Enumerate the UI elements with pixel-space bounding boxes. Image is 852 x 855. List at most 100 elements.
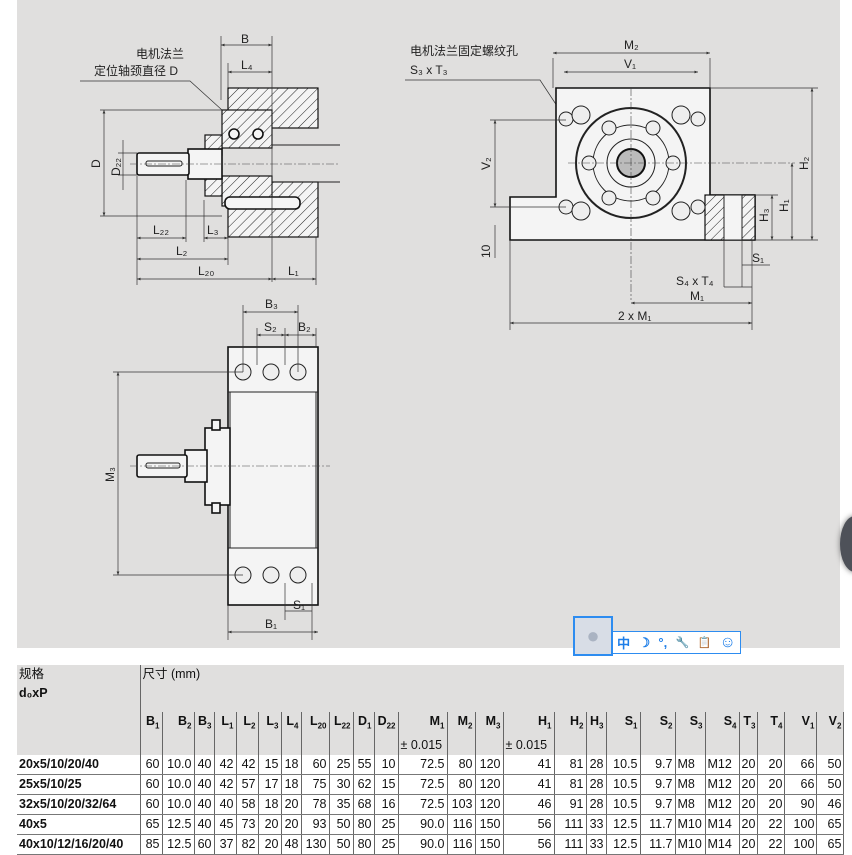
column-header-letter: S bbox=[659, 714, 669, 728]
column-header-D1: D1 bbox=[353, 712, 375, 736]
value-cell: 56 bbox=[503, 834, 555, 855]
tolerance-empty bbox=[281, 735, 302, 755]
tolerance-empty bbox=[214, 735, 237, 755]
value-cell: 20 bbox=[739, 774, 759, 795]
column-header-subscript: 1 bbox=[547, 721, 552, 731]
dim-2xM1: 2 x M₁ bbox=[618, 309, 651, 323]
value-cell: 40 bbox=[194, 794, 215, 815]
value-cell: 103 bbox=[447, 794, 476, 815]
value-cell: 20 bbox=[757, 774, 786, 795]
half-width-moon-icon[interactable]: ☽ bbox=[638, 634, 651, 650]
value-cell: 81 bbox=[554, 754, 587, 775]
column-header-letter: D bbox=[377, 714, 387, 728]
callout-S3xT3: S₃ x T₃ bbox=[410, 63, 448, 77]
punctuation-icon[interactable]: °, bbox=[658, 635, 668, 650]
value-cell: 65 bbox=[816, 834, 845, 855]
smiley-icon[interactable]: ☺ bbox=[719, 633, 736, 651]
spec-header: 规格 bbox=[17, 665, 141, 684]
column-header-M3: M3 bbox=[475, 712, 504, 736]
column-header-letter: L bbox=[333, 714, 342, 728]
value-cell: 72.5 bbox=[398, 774, 448, 795]
column-header-subscript: 22 bbox=[386, 721, 396, 731]
technical-drawing: 电机法兰 定位轴颈直径 D B L₄ D D₂₂ L₂₂ L₃ bbox=[17, 0, 840, 648]
column-header-letter: L bbox=[243, 714, 252, 728]
value-cell: 10.5 bbox=[606, 774, 641, 795]
dim-S1-end: S₁ bbox=[752, 251, 764, 265]
callout-locating-diameter: 定位轴颈直径 D bbox=[94, 63, 178, 78]
column-header-subscript: 22 bbox=[341, 721, 351, 731]
value-cell: M14 bbox=[705, 814, 740, 835]
column-header-H2: H2 bbox=[554, 712, 587, 736]
value-cell: 10.5 bbox=[606, 754, 641, 775]
tolerance-empty bbox=[301, 735, 330, 755]
value-cell: 82 bbox=[236, 834, 259, 855]
column-header-subscript: 3 bbox=[750, 721, 756, 731]
value-cell: 150 bbox=[475, 814, 504, 835]
tolerance-empty bbox=[816, 735, 845, 755]
column-header-T4: T4 bbox=[757, 712, 786, 736]
column-header-letter: L bbox=[286, 714, 295, 728]
value-cell: 20 bbox=[757, 754, 786, 775]
value-cell: 11.7 bbox=[640, 834, 676, 855]
value-cell: 90 bbox=[784, 794, 818, 815]
value-cell: 15 bbox=[258, 754, 282, 775]
spec-cell: 20x5/10/20/40 bbox=[17, 754, 141, 775]
value-cell: 35 bbox=[329, 794, 354, 815]
value-cell: 50 bbox=[329, 834, 354, 855]
spec-cell: 40x5 bbox=[17, 814, 141, 835]
dim-D: D bbox=[89, 159, 103, 168]
column-header-H3: H3 bbox=[586, 712, 607, 736]
chinese-mode-icon[interactable]: 中 bbox=[617, 636, 631, 651]
dim-V2: V₂ bbox=[479, 157, 493, 170]
value-cell: 42 bbox=[214, 754, 237, 775]
floating-side-button[interactable] bbox=[840, 516, 852, 572]
column-header-L22: L22 bbox=[329, 712, 354, 736]
value-cell: 42 bbox=[236, 754, 259, 775]
value-cell: 17 bbox=[258, 774, 282, 795]
value-cell: 90.0 bbox=[398, 834, 448, 855]
tolerance-empty bbox=[675, 735, 706, 755]
value-cell: 78 bbox=[301, 794, 330, 815]
column-header-subscript: 1 bbox=[809, 721, 815, 731]
value-cell: 40 bbox=[194, 814, 215, 835]
column-header-subscript: 2 bbox=[579, 721, 584, 731]
value-cell: 20 bbox=[739, 834, 759, 855]
column-header-subscript: 3 bbox=[207, 721, 212, 731]
tolerance-empty bbox=[374, 735, 399, 755]
qq-penguin-icon[interactable]: ● bbox=[573, 616, 613, 656]
dims-header: 尺寸 (mm) bbox=[140, 665, 844, 684]
value-cell: 18 bbox=[281, 774, 302, 795]
column-header-subscript: 1 bbox=[367, 721, 372, 731]
value-cell: 33 bbox=[586, 834, 607, 855]
column-header-subscript: 3 bbox=[698, 721, 703, 731]
value-cell: 28 bbox=[586, 794, 607, 815]
value-cell: 37 bbox=[214, 834, 237, 855]
tolerance-empty bbox=[194, 735, 215, 755]
dim-B: B bbox=[241, 32, 249, 46]
value-cell: 11.7 bbox=[640, 814, 676, 835]
column-header-letter: H bbox=[538, 714, 548, 728]
column-header-letter: S bbox=[723, 714, 733, 728]
callout-motor-flange: 电机法兰 bbox=[136, 47, 184, 61]
value-cell: M8 bbox=[675, 774, 706, 795]
value-cell: 48 bbox=[281, 834, 302, 855]
column-header-subscript: 4 bbox=[777, 721, 783, 731]
value-cell: 20 bbox=[258, 814, 282, 835]
column-header-L3: L3 bbox=[258, 712, 282, 736]
column-header-letter: B bbox=[146, 714, 156, 728]
front-section-view: 电机法兰 定位轴颈直径 D B L₄ D D₂₂ L₂₂ L₃ bbox=[80, 32, 340, 285]
value-cell: 18 bbox=[258, 794, 282, 815]
value-cell: 20 bbox=[739, 814, 759, 835]
spec-header-line1: 规格 bbox=[19, 667, 45, 681]
dim-B3: B₃ bbox=[265, 297, 278, 311]
value-cell: 25 bbox=[329, 754, 354, 775]
column-header-subscript: 1 bbox=[440, 721, 445, 731]
clipboard-icon[interactable]: 📋 bbox=[697, 637, 712, 649]
end-view: 电机法兰固定螺纹孔 S₃ x T₃ M₂ V₁ V₂ 10 H₂ H₁ bbox=[405, 38, 818, 330]
value-cell: M8 bbox=[675, 754, 706, 775]
dim-S4xT4: S₄ x T₄ bbox=[676, 274, 714, 288]
wrench-icon[interactable]: 🔧 bbox=[675, 637, 690, 649]
